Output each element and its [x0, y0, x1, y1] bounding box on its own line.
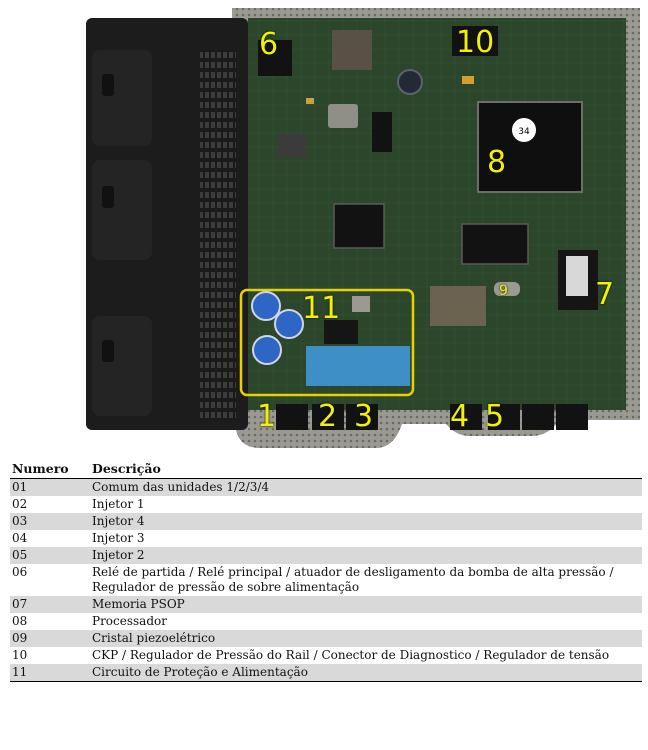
- label-3: 3: [354, 399, 374, 434]
- table-row: 04 Injetor 3: [10, 530, 642, 547]
- component-table-wrap: Numero Descrição 01 Comum das unidades 1…: [10, 459, 642, 682]
- header-description: Descrição: [90, 459, 642, 479]
- label-5: 5: [485, 399, 505, 434]
- label-6: 6: [259, 27, 279, 62]
- label-1: 1: [257, 399, 277, 434]
- row-number: 07: [10, 596, 90, 613]
- label-9: 9: [499, 283, 508, 299]
- row-description: Injetor 2: [90, 547, 642, 564]
- label-8: 8: [487, 145, 507, 180]
- row-number: 02: [12, 497, 28, 511]
- connector-pins: [200, 50, 236, 420]
- label-11: 11: [302, 291, 341, 326]
- table-row: 05 Injetor 2: [10, 547, 642, 564]
- table-row: 09 Cristal piezoelétrico: [10, 630, 642, 647]
- label-2: 2: [318, 399, 338, 434]
- table-row: 02 Injetor 1: [10, 496, 642, 513]
- table-row: 08 Processador: [10, 613, 642, 630]
- row-number: 06: [12, 565, 28, 579]
- row-description: Memoria PSOP: [90, 596, 642, 613]
- label-10: 10: [456, 25, 495, 60]
- row-description: Injetor 3: [92, 531, 145, 545]
- row-description: Comum das unidades 1/2/3/4: [90, 478, 642, 496]
- row-number: 10: [12, 648, 28, 662]
- row-description: Injetor 1: [92, 497, 145, 511]
- table-row: 01 Comum das unidades 1/2/3/4: [10, 478, 642, 496]
- row-number: 01: [10, 478, 90, 496]
- component-table: Numero Descrição 01 Comum das unidades 1…: [10, 459, 642, 682]
- row-number: 08: [12, 614, 28, 628]
- label-4: 4: [450, 399, 470, 434]
- protection-circuit-outline: [239, 288, 415, 397]
- row-description: Processador: [92, 614, 167, 628]
- header-number: Numero: [10, 459, 90, 479]
- row-number: 09: [10, 630, 90, 647]
- pcb-board: [248, 18, 626, 410]
- row-description: Cristal piezoelétrico: [90, 630, 642, 647]
- row-number: 11: [10, 664, 90, 682]
- row-number: 03: [10, 513, 90, 530]
- table-row: 06 Relé de partida / Relé principal / at…: [10, 564, 642, 596]
- row-description: Circuito de Proteção e Alimentação: [90, 664, 642, 682]
- ecu-board-photo: 34 6 10 8 7 9 11 1 2 3: [86, 8, 640, 448]
- row-number: 05: [10, 547, 90, 564]
- label-7: 7: [595, 277, 615, 312]
- table-row: 07 Memoria PSOP: [10, 596, 642, 613]
- table-header-row: Numero Descrição: [10, 459, 642, 479]
- table-row: 03 Injetor 4: [10, 513, 642, 530]
- ecu-board-drawing: 34: [86, 8, 640, 448]
- chip-marking: 34: [518, 127, 530, 137]
- row-description: CKP / Regulador de Pressão do Rail / Con…: [92, 648, 610, 662]
- row-description: Injetor 4: [90, 513, 642, 530]
- table-row: 11 Circuito de Proteção e Alimentação: [10, 664, 642, 682]
- blue-relay: [306, 346, 410, 386]
- table-row: 10 CKP / Regulador de Pressão do Rail / …: [10, 647, 642, 664]
- row-description: Relé de partida / Relé principal / atuad…: [92, 565, 614, 594]
- row-number: 04: [12, 531, 28, 545]
